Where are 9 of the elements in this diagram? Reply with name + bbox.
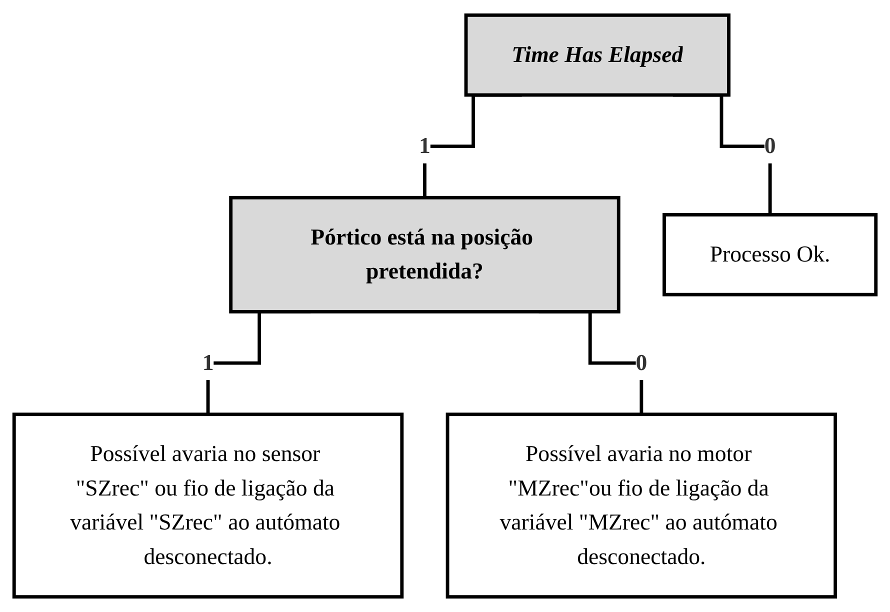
edge-label: 0 — [636, 350, 648, 376]
node-box: Processo Ok. — [662, 213, 878, 296]
edge-label: 1 — [419, 134, 430, 159]
edge-label: 1 — [202, 350, 214, 376]
edge-label: 0 — [764, 134, 776, 159]
node-box: Time Has Elapsed — [464, 13, 730, 97]
node-box: Pórtico está na posição pretendida? — [229, 196, 620, 314]
node-box: Possível avaria no motor "MZrec"ou fio de ligação da variável "MZrec" ao autómato desconectado. — [446, 412, 838, 599]
node-box: Possível avaria no sensor "SZrec" ou fio de ligação da variável "SZrec" ao autómato desconectado. — [12, 412, 404, 599]
